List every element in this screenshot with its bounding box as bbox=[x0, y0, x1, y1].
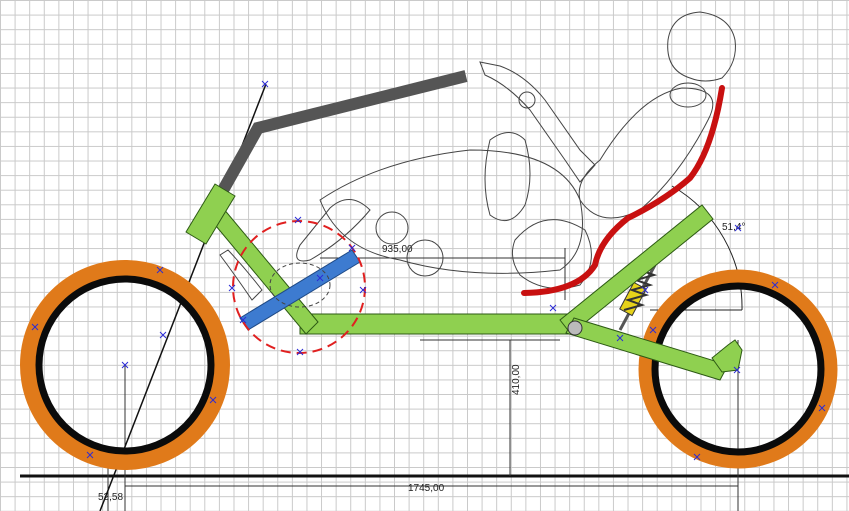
rider-head bbox=[667, 11, 736, 82]
rider-outline bbox=[296, 11, 736, 289]
rider-arm bbox=[479, 61, 596, 183]
rider-hand bbox=[518, 91, 536, 109]
chain-guide bbox=[219, 249, 263, 301]
front-wheel[interactable] bbox=[20, 260, 230, 470]
rear-rim bbox=[651, 282, 825, 456]
rider-hip bbox=[511, 219, 592, 289]
main-frame[interactable] bbox=[185, 183, 743, 381]
rider-thigh bbox=[319, 149, 583, 274]
rider-knee bbox=[375, 211, 409, 245]
rider-leg-lower bbox=[296, 199, 371, 262]
rider-shoulder bbox=[669, 82, 707, 108]
frame-seat-stay bbox=[559, 204, 714, 335]
dimension-trail[interactable]: 52,58 bbox=[98, 365, 126, 511]
seat-height-label: 410,00 bbox=[511, 364, 522, 395]
seat[interactable] bbox=[521, 85, 725, 296]
rear-wheel[interactable] bbox=[638, 269, 838, 469]
rider-torso bbox=[578, 87, 714, 219]
wheelbase-label: 1745,00 bbox=[408, 483, 445, 494]
seat-angle-label: 51,4° bbox=[722, 222, 745, 233]
rider-foot bbox=[406, 239, 444, 277]
trail-label: 52,58 bbox=[98, 492, 123, 503]
rear-tire bbox=[638, 269, 838, 469]
handlebar[interactable] bbox=[216, 70, 468, 195]
frame-head-tube bbox=[185, 183, 236, 245]
front-rim bbox=[35, 275, 215, 455]
rear-dropout bbox=[711, 339, 743, 373]
front-tire bbox=[20, 260, 230, 470]
crank-ellipse bbox=[269, 262, 331, 308]
rider-calf bbox=[484, 132, 531, 222]
dimension-seat-height[interactable]: 410,00 bbox=[420, 339, 560, 476]
snap-markers[interactable] bbox=[31, 80, 826, 461]
frame-main-tube bbox=[299, 313, 573, 335]
boom-length-label: 935,00 bbox=[382, 244, 413, 255]
pivot-joint[interactable] bbox=[567, 320, 583, 336]
rear-shock[interactable] bbox=[618, 264, 658, 331]
